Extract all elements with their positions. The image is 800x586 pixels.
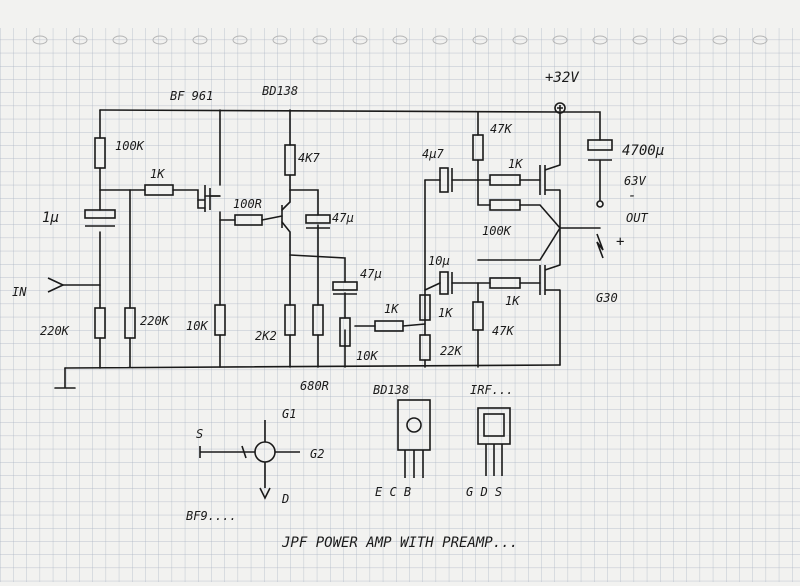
resistor-100r bbox=[234, 214, 263, 226]
label-10k-pot: 10K bbox=[356, 349, 378, 363]
resistor-1k-mid bbox=[419, 294, 431, 321]
label-d: D bbox=[281, 492, 289, 506]
grid-paper bbox=[0, 28, 800, 582]
label-47k-top: 47K bbox=[490, 122, 512, 136]
label-bd138-top: BD138 bbox=[262, 84, 298, 98]
transistors bbox=[47, 102, 604, 295]
label-47u-a: 47µ bbox=[332, 211, 354, 225]
resistor-47k-top bbox=[472, 134, 484, 161]
input-connector-icon bbox=[47, 277, 65, 293]
capacitor-1u bbox=[84, 209, 116, 219]
output-terminal-icon bbox=[596, 200, 604, 208]
label-4700u: 4700µ bbox=[622, 143, 664, 159]
label-1u: 1µ bbox=[42, 210, 59, 226]
capacitor-47u-a bbox=[305, 214, 331, 224]
resistor-220k-a bbox=[94, 307, 106, 339]
resistor-680r bbox=[312, 304, 324, 336]
label-1k-top: 1K bbox=[508, 157, 523, 171]
label-4u7: 4µ7 bbox=[422, 147, 444, 161]
speaker-icon bbox=[596, 233, 604, 259]
capacitor-47u-b bbox=[332, 281, 358, 291]
label-out: OUT bbox=[626, 211, 648, 225]
label-220k-a: 220K bbox=[40, 324, 70, 338]
wires bbox=[54, 109, 601, 389]
label-bf9: BF9.... bbox=[186, 509, 237, 523]
resistor-1k-low bbox=[489, 277, 521, 289]
resistor-47k-low bbox=[472, 301, 484, 331]
label-1k-fb: 1K bbox=[384, 302, 399, 316]
resistor-100k-in bbox=[94, 137, 106, 169]
label-minus: - bbox=[628, 188, 636, 204]
label-100r: 100R bbox=[233, 197, 262, 211]
label-1k-low: 1K bbox=[505, 294, 520, 308]
bd138-package-icon bbox=[397, 399, 431, 478]
resistors bbox=[94, 134, 521, 361]
label-bf961: BF 961 bbox=[170, 89, 213, 103]
label-g2: G2 bbox=[310, 447, 324, 461]
label-1k-mid: 1K bbox=[438, 306, 453, 320]
label-in: IN bbox=[12, 285, 27, 299]
label-4k7: 4K7 bbox=[298, 151, 320, 165]
label-100k-in: 100K bbox=[115, 139, 145, 153]
label-s: S bbox=[196, 427, 203, 441]
capacitor-4u7 bbox=[439, 167, 449, 193]
label-gds: G D S bbox=[466, 485, 502, 499]
label-680r: 680R bbox=[300, 379, 329, 393]
capacitors bbox=[84, 139, 613, 295]
binding-holes bbox=[32, 35, 768, 45]
capacitor-10u bbox=[439, 271, 449, 295]
label-supply-voltage: +32V bbox=[545, 70, 580, 86]
resistor-10k-pot bbox=[339, 317, 351, 347]
label-1k-gate: 1K bbox=[150, 167, 165, 181]
resistor-220k-b bbox=[124, 307, 136, 339]
label-2k2: 2K2 bbox=[255, 329, 277, 343]
label-220k-b: 220K bbox=[140, 314, 170, 328]
resistor-100k-mid bbox=[489, 199, 521, 211]
irf-package-icon bbox=[477, 407, 511, 476]
label-100k-mid: 100K bbox=[482, 224, 512, 238]
resistor-4k7 bbox=[284, 144, 296, 176]
label-g30: G30 bbox=[596, 291, 618, 305]
bf9-pinout-diagram bbox=[199, 420, 300, 500]
label-47u-b: 47µ bbox=[360, 267, 382, 281]
label-title: JPF POWER AMP WITH PREAMP... bbox=[281, 535, 518, 551]
label-22k: 22K bbox=[440, 344, 462, 358]
resistor-1k-fb bbox=[374, 320, 404, 332]
label-bd138-pinout: BD138 bbox=[373, 383, 409, 397]
label-irf: IRF... bbox=[470, 383, 513, 397]
resistor-1k-top bbox=[489, 174, 521, 186]
label-47k-low: 47K bbox=[492, 324, 514, 338]
label-ecb: E C B bbox=[375, 485, 411, 499]
resistor-1k-gate bbox=[144, 184, 174, 196]
label-10k-a: 10K bbox=[186, 319, 208, 333]
label-g1: G1 bbox=[282, 407, 296, 421]
resistor-10k-a bbox=[214, 304, 226, 336]
label-10u: 10µ bbox=[428, 254, 450, 268]
capacitor-4700u bbox=[587, 139, 613, 151]
supply-terminal-icon bbox=[554, 102, 566, 114]
label-63v: 63V bbox=[624, 174, 646, 188]
label-plus: + bbox=[616, 234, 624, 250]
resistor-22k bbox=[419, 334, 431, 361]
resistor-2k2 bbox=[284, 304, 296, 336]
